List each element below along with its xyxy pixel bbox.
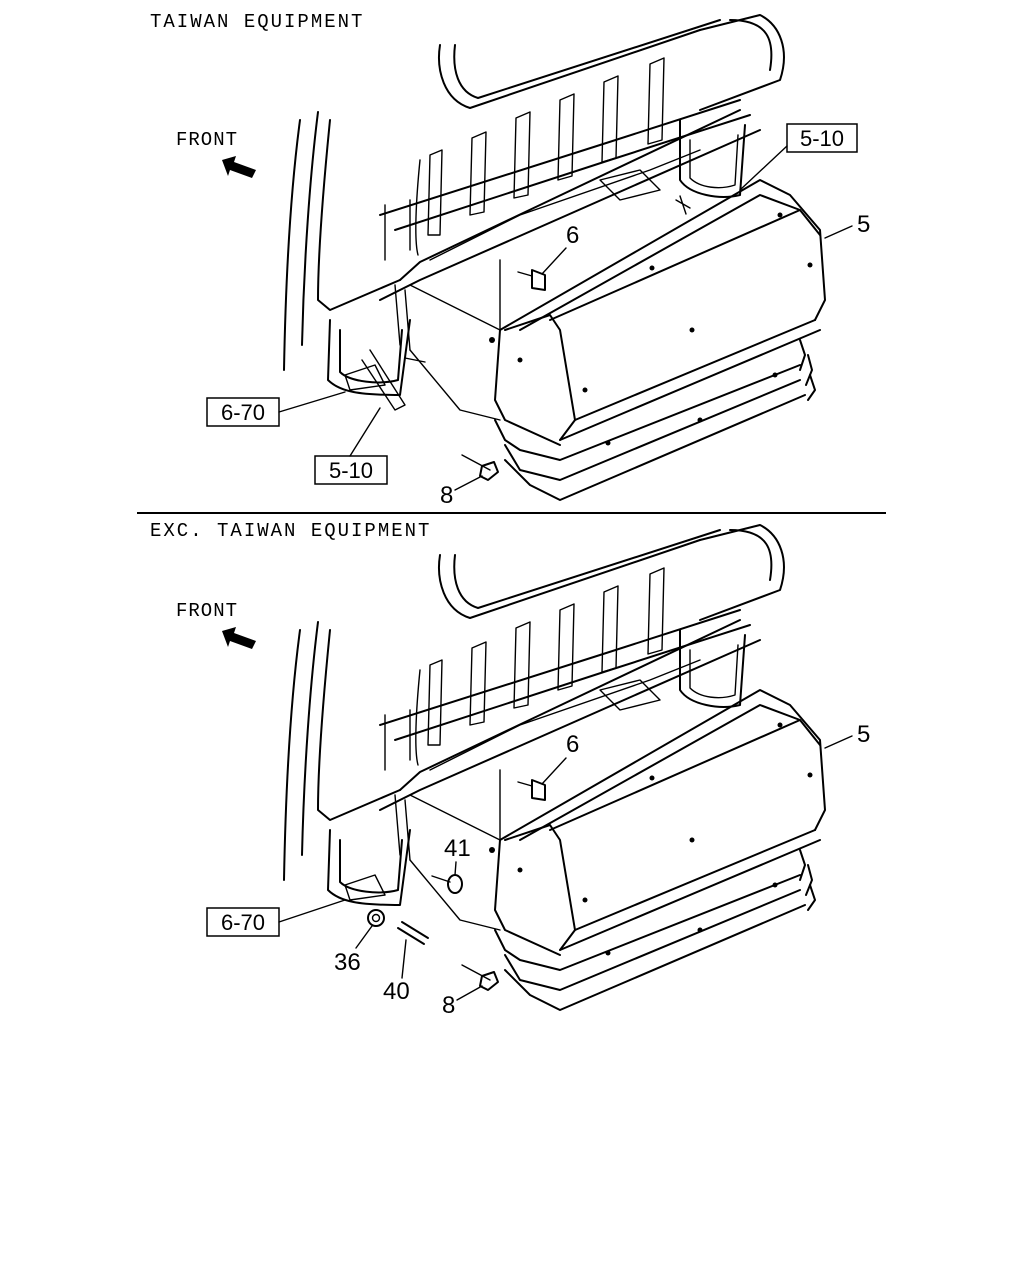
callout-5-top: 5 [857,211,870,238]
leader-8-bottom [456,985,483,1001]
part-36-hole [371,913,381,923]
callout-8-top: 8 [440,482,453,509]
top-step-bracket [361,349,406,411]
ref-6-70-bottom-label: 6-70 [221,910,265,935]
bottom-panel: EXC. TAIWAN EQUIPMENT FRONT 5 6 41 6-70 … [150,520,870,1019]
top-assembly-illustration [283,14,826,501]
leader-36 [355,925,373,949]
callout-6-bottom: 6 [566,731,579,758]
leader-5-10-lower [349,407,381,457]
bottom-front-label: FRONT [176,600,238,622]
part-40-stud [397,921,429,945]
ref-box-5-10-upper[interactable] [786,123,858,153]
leader-6-top [541,247,567,275]
part-41-shank [431,875,451,883]
leader-5-top [824,225,853,239]
ref-5-10-upper-label: 5-10 [800,126,844,151]
front-arrow-icon [222,627,256,649]
leader-6-70-top [278,391,346,413]
ref-box-6-70-top[interactable] [206,397,280,427]
leader-8-top [454,475,483,491]
leader-5-10-upper [739,145,788,191]
top-panel-heading: TAIWAN EQUIPMENT [150,11,364,33]
front-arrow-icon [222,156,256,178]
top-right-fastener [675,195,691,215]
ref-box-6-70-bottom[interactable] [206,907,280,937]
ref-6-70-top-label: 6-70 [221,400,265,425]
top-front-label: FRONT [176,129,238,151]
leader-5-bottom [824,735,853,749]
ref-5-10-lower-label: 5-10 [329,458,373,483]
bottom-panel-heading: EXC. TAIWAN EQUIPMENT [150,520,431,542]
ref-box-5-10-lower[interactable] [314,455,388,485]
part-41-eye [447,874,463,894]
top-left-fastener [404,357,426,363]
leader-40 [401,939,407,979]
leader-6-70-bottom [278,899,346,923]
part-36-nut [367,909,385,927]
leader-6-bottom [541,757,567,785]
callout-8-bottom: 8 [442,992,455,1019]
callout-40: 40 [383,978,410,1005]
callout-41: 41 [444,835,471,862]
top-panel: TAIWAN EQUIPMENT FRONT 5-10 5 6 6-70 5-1… [150,11,870,509]
leader-41 [454,861,457,876]
bottom-assembly-illustration [283,524,826,1011]
callout-36: 36 [334,949,361,976]
callout-6-top: 6 [566,222,579,249]
callout-5-bottom: 5 [857,721,870,748]
